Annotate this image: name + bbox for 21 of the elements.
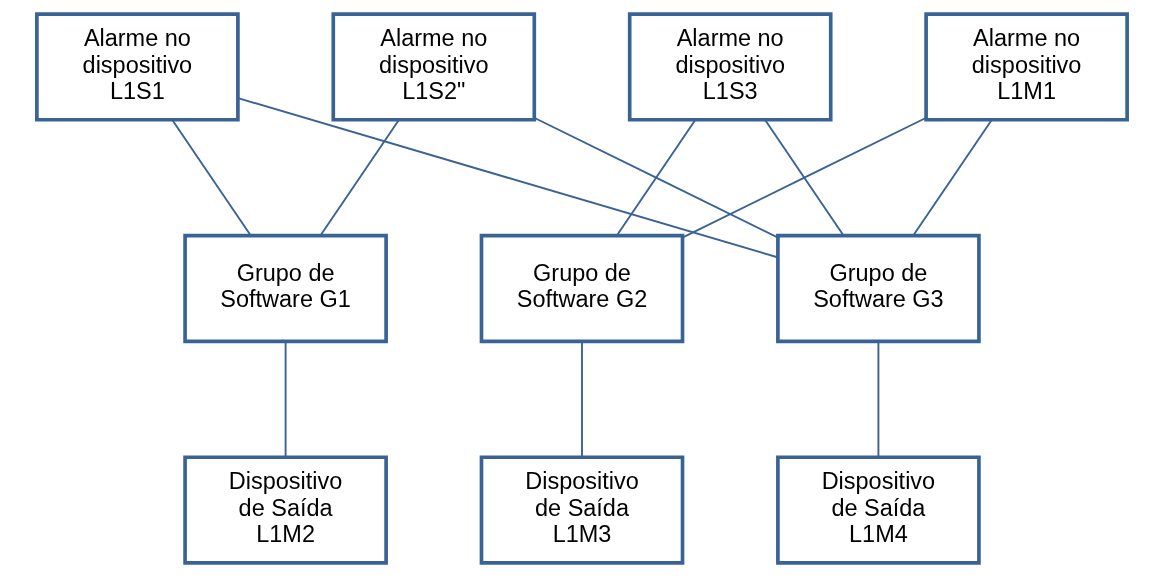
connector (533, 117, 779, 239)
node-box: Alarme no dispositivo L1S3 (627, 12, 833, 122)
connector (877, 340, 880, 459)
connector (681, 117, 927, 239)
connector (912, 119, 993, 237)
connector (284, 340, 287, 459)
connector (764, 119, 845, 237)
node-box: Dispositivo de Saída L1M2 (183, 455, 388, 565)
node-box: Grupo de Software G1 (183, 233, 388, 344)
connector (615, 119, 697, 237)
connector (171, 119, 252, 237)
node-box: Dispositivo de Saída L1M4 (776, 455, 981, 565)
connector (319, 119, 400, 237)
node-box: Alarme no dispositivo L1S1 (35, 12, 240, 122)
node-box: Alarme no dispositivo L1M1 (924, 12, 1129, 122)
node-box: Grupo de Software G2 (479, 233, 685, 344)
connector (581, 340, 583, 459)
node-box: Alarme no dispositivo L1S2" (331, 12, 537, 122)
node-box: Grupo de Software G3 (776, 233, 981, 344)
node-box: Dispositivo de Saída L1M3 (479, 455, 685, 565)
connector (237, 97, 779, 259)
